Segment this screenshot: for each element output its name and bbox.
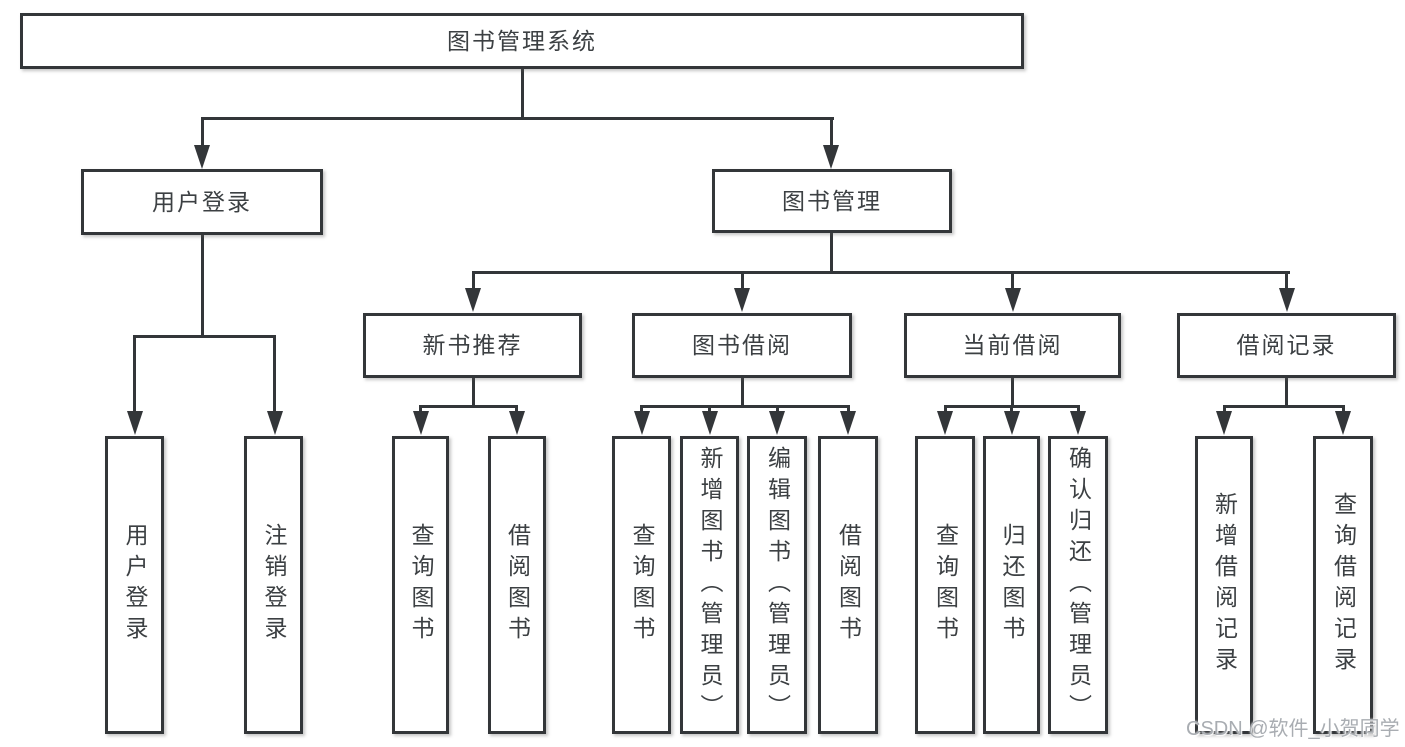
node-current-borrow: 当前借阅 [904, 313, 1121, 378]
arrowhead-icon [633, 411, 650, 435]
node-book-borrow: 图书借阅 [632, 313, 852, 378]
node-query-books-2: 查询图书 [612, 436, 671, 734]
node-label-logout: 注销登录 [261, 523, 287, 647]
arrowhead-icon [769, 411, 785, 435]
connector-line [1011, 378, 1014, 407]
node-label-borrow-records: 借阅记录 [1236, 332, 1337, 358]
node-label-return-books: 归还图书 [999, 523, 1025, 647]
node-user-login-group: 用户登录 [81, 169, 323, 235]
node-root: 图书管理系统 [20, 13, 1024, 69]
node-label-query-books-3: 查询图书 [932, 523, 959, 647]
arrowhead-icon [1335, 411, 1351, 435]
node-query-borrow-record: 查询借阅记录 [1313, 436, 1373, 734]
node-label-book-management: 图书管理 [782, 187, 882, 214]
arrowhead-icon [734, 288, 750, 312]
connector-line [200, 118, 204, 149]
connector-line [200, 116, 834, 120]
node-add-books-admin: 新增图书（管理员） [680, 436, 739, 734]
connector-line [740, 378, 744, 407]
node-label-query-books-2: 查询图书 [629, 523, 655, 647]
connector-line [471, 270, 1290, 274]
arrowhead-icon [701, 411, 718, 435]
arrowhead-icon [1003, 411, 1020, 435]
arrowhead-icon [937, 411, 953, 435]
node-label-current-borrow: 当前借阅 [962, 332, 1063, 358]
connector-line [740, 272, 744, 293]
node-label-query-borrow-record: 查询借阅记录 [1330, 492, 1357, 678]
connector-line [133, 334, 276, 338]
node-add-borrow-record: 新增借阅记录 [1195, 436, 1253, 734]
connector-line [1285, 272, 1288, 293]
node-user-login: 用户登录 [105, 436, 164, 734]
node-label-confirm-return-admin: 确认归还（管理员） [1065, 445, 1092, 725]
node-label-new-book-recommend: 新书推荐 [422, 332, 523, 358]
connector-line [829, 233, 833, 273]
node-new-book-recommend: 新书推荐 [363, 313, 582, 378]
connector-line [133, 336, 136, 415]
arrowhead-icon [1004, 288, 1021, 312]
node-label-add-borrow-record: 新增借阅记录 [1211, 492, 1238, 678]
node-edit-books-admin: 编辑图书（管理员） [747, 436, 807, 734]
node-return-books: 归还图书 [983, 436, 1040, 734]
connector-line [640, 404, 850, 408]
node-label-user-login: 用户登录 [122, 523, 148, 647]
arrowhead-icon [508, 411, 525, 435]
node-logout: 注销登录 [244, 436, 303, 734]
node-label-edit-books-admin: 编辑图书（管理员） [764, 445, 791, 725]
arrowhead-icon [1070, 411, 1086, 435]
node-label-user-login-group: 用户登录 [152, 188, 252, 215]
node-query-books-3: 查询图书 [915, 436, 975, 734]
node-label-borrow-books-1: 借阅图书 [504, 523, 531, 647]
node-borrow-books-2: 借阅图书 [818, 436, 878, 734]
connector-line [1285, 378, 1288, 407]
node-book-management: 图书管理 [712, 169, 952, 233]
connector-line [471, 378, 475, 407]
arrowhead-icon [1216, 411, 1232, 435]
connector-line [1222, 404, 1345, 408]
connector-line [200, 235, 204, 337]
connector-line [829, 118, 833, 149]
arrowhead-icon [823, 145, 839, 169]
arrowhead-icon [840, 411, 856, 435]
arrowhead-icon [194, 145, 210, 169]
connector-line [273, 336, 276, 415]
node-label-add-books-admin: 新增图书（管理员） [697, 445, 723, 725]
node-label-query-books-1: 查询图书 [408, 523, 434, 647]
connector-line [471, 272, 475, 293]
connector-line [419, 404, 518, 408]
arrowhead-icon [412, 411, 429, 435]
arrowhead-icon [126, 411, 143, 435]
arrowhead-icon [1278, 288, 1295, 312]
watermark: CSDN @软件_小贺同学 [1186, 718, 1400, 740]
node-label-book-borrow: 图书借阅 [692, 332, 792, 358]
connector-line [520, 69, 524, 120]
node-label-borrow-books-2: 借阅图书 [835, 523, 862, 647]
node-borrow-books-1: 借阅图书 [488, 436, 546, 734]
arrowhead-icon [266, 411, 283, 435]
node-label-root: 图书管理系统 [447, 27, 597, 54]
arrowhead-icon [465, 288, 481, 312]
node-query-books-1: 查询图书 [392, 436, 449, 734]
node-confirm-return-admin: 确认归还（管理员） [1048, 436, 1108, 734]
node-borrow-records: 借阅记录 [1177, 313, 1396, 378]
connector-line [1011, 272, 1014, 293]
